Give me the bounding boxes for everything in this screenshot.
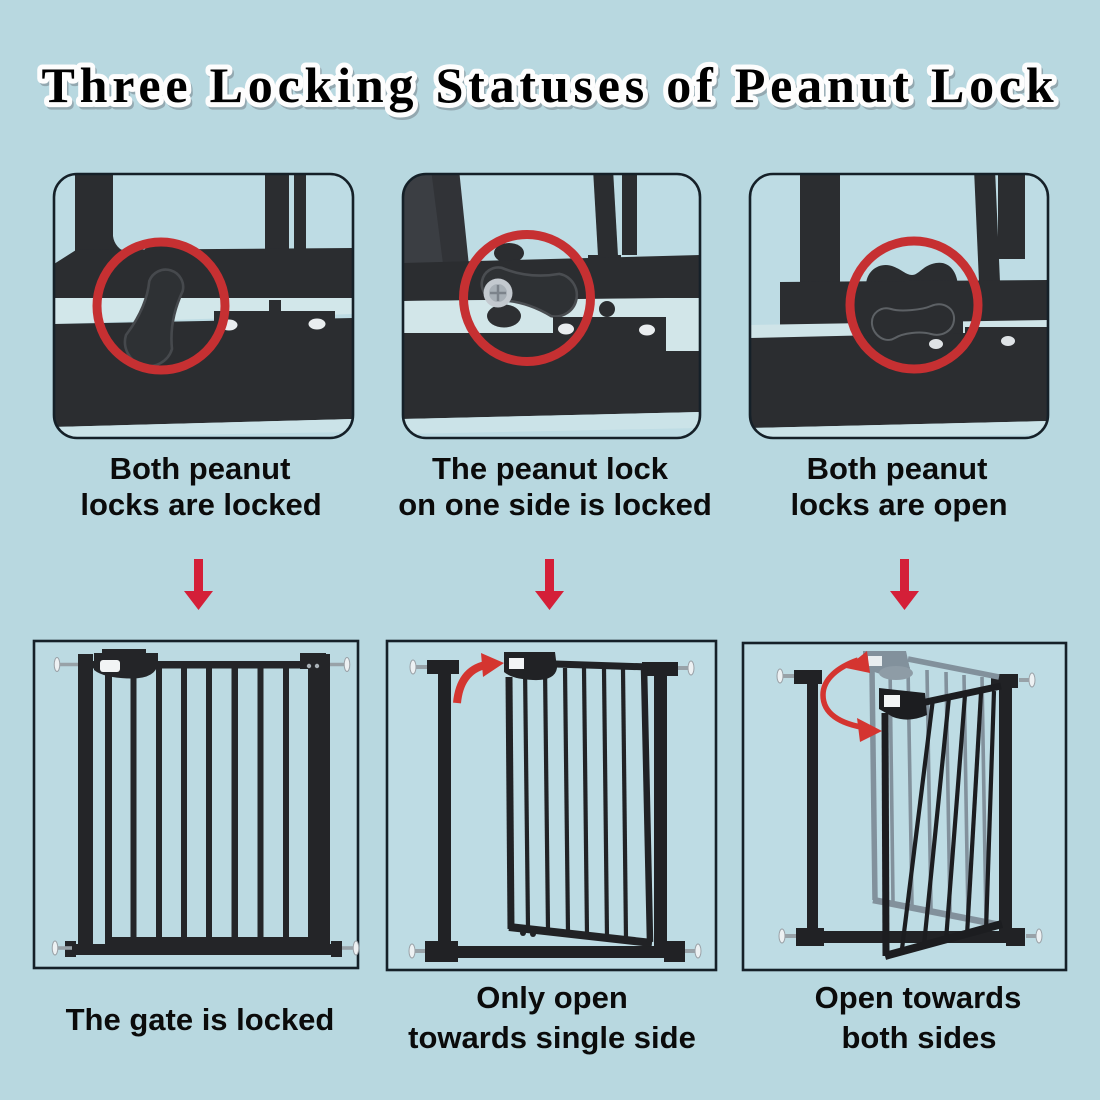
svg-text:Three Locking Statuses of Pea: Three Locking Statuses of Peanut Lock: [43, 60, 1060, 116]
svg-text:Open towards: Open towards: [815, 980, 1022, 1015]
svg-text:Only open: Only open: [476, 980, 628, 1015]
svg-text:Both peanut: Both peanut: [110, 451, 291, 486]
svg-text:The peanut lock: The peanut lock: [432, 451, 669, 486]
svg-text:both sides: both sides: [841, 1020, 996, 1055]
svg-text:locks are locked: locks are locked: [80, 487, 321, 522]
svg-text:Three Locking Statuses of Pea: Three Locking Statuses of Peanut Lock: [41, 57, 1058, 113]
svg-text:towards single side: towards single side: [408, 1020, 696, 1055]
svg-text:locks are open: locks are open: [790, 487, 1007, 522]
svg-text:Both peanut: Both peanut: [807, 451, 988, 486]
svg-text:on one side is locked: on one side is locked: [398, 487, 712, 522]
svg-text:The gate is locked: The gate is locked: [66, 1002, 335, 1037]
